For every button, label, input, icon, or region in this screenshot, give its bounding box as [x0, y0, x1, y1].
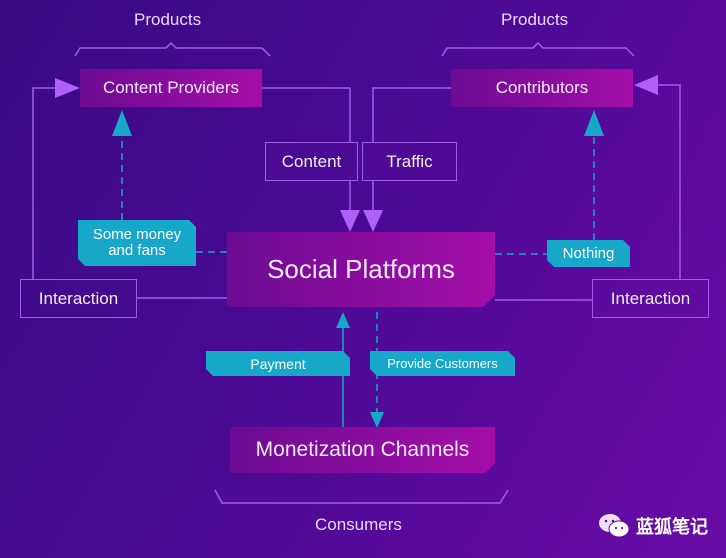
consumers-brace — [214, 489, 509, 504]
content-flow-label: Content — [265, 142, 358, 181]
interaction-left: Interaction — [20, 279, 137, 318]
arrow-content-down — [340, 210, 360, 232]
products-label-left: Products — [134, 10, 202, 29]
some-money-and-fans-tag: Some money and fans — [78, 220, 196, 266]
products-label-right: Products — [501, 10, 569, 29]
wechat-icon — [599, 514, 630, 538]
provide-customers-tag: Provide Customers — [370, 351, 515, 376]
nothing-tag: Nothing — [547, 240, 630, 267]
arrow-to-contributors — [634, 75, 658, 95]
monetization-channels-node: Monetization Channels — [230, 427, 495, 473]
watermark-text: 蓝狐笔记 — [636, 517, 708, 537]
social-platforms-node: Social Platforms — [227, 232, 495, 307]
payment-tag: Payment — [206, 351, 350, 376]
traffic-flow-label: Traffic — [362, 142, 457, 181]
products-brace-right — [441, 41, 635, 57]
arrow-to-content-providers — [55, 78, 80, 98]
left-loop-line — [32, 87, 60, 279]
products-brace-left — [74, 41, 271, 57]
watermark: 蓝狐笔记 — [598, 513, 708, 539]
consumers-label: Consumers — [315, 515, 402, 534]
interaction-right: Interaction — [592, 279, 709, 318]
arrow-traffic-down — [363, 210, 383, 232]
content-providers-node: Content Providers — [80, 69, 262, 107]
contributors-node: Contributors — [451, 69, 633, 107]
right-loop-line — [655, 84, 681, 279]
